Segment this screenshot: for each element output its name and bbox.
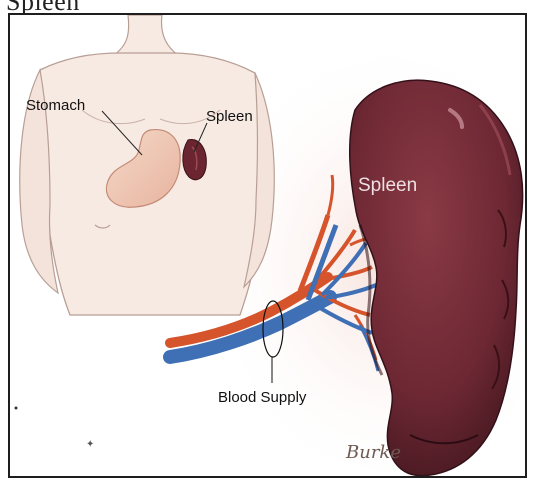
spleen-illustration: ✦ Stomach Spleen Spleen Blood Supply Bur… <box>8 13 527 478</box>
blood-supply-label: Blood Supply <box>218 389 306 406</box>
svg-text:✦: ✦ <box>86 439 94 450</box>
stomach-label: Stomach <box>26 97 85 114</box>
torso-figure <box>20 15 275 315</box>
spleen-label-large: Spleen <box>358 175 417 197</box>
artist-signature: Burke <box>346 442 401 463</box>
illustration-canvas: ✦ <box>10 15 527 478</box>
spleen-label-small: Spleen <box>206 108 253 125</box>
